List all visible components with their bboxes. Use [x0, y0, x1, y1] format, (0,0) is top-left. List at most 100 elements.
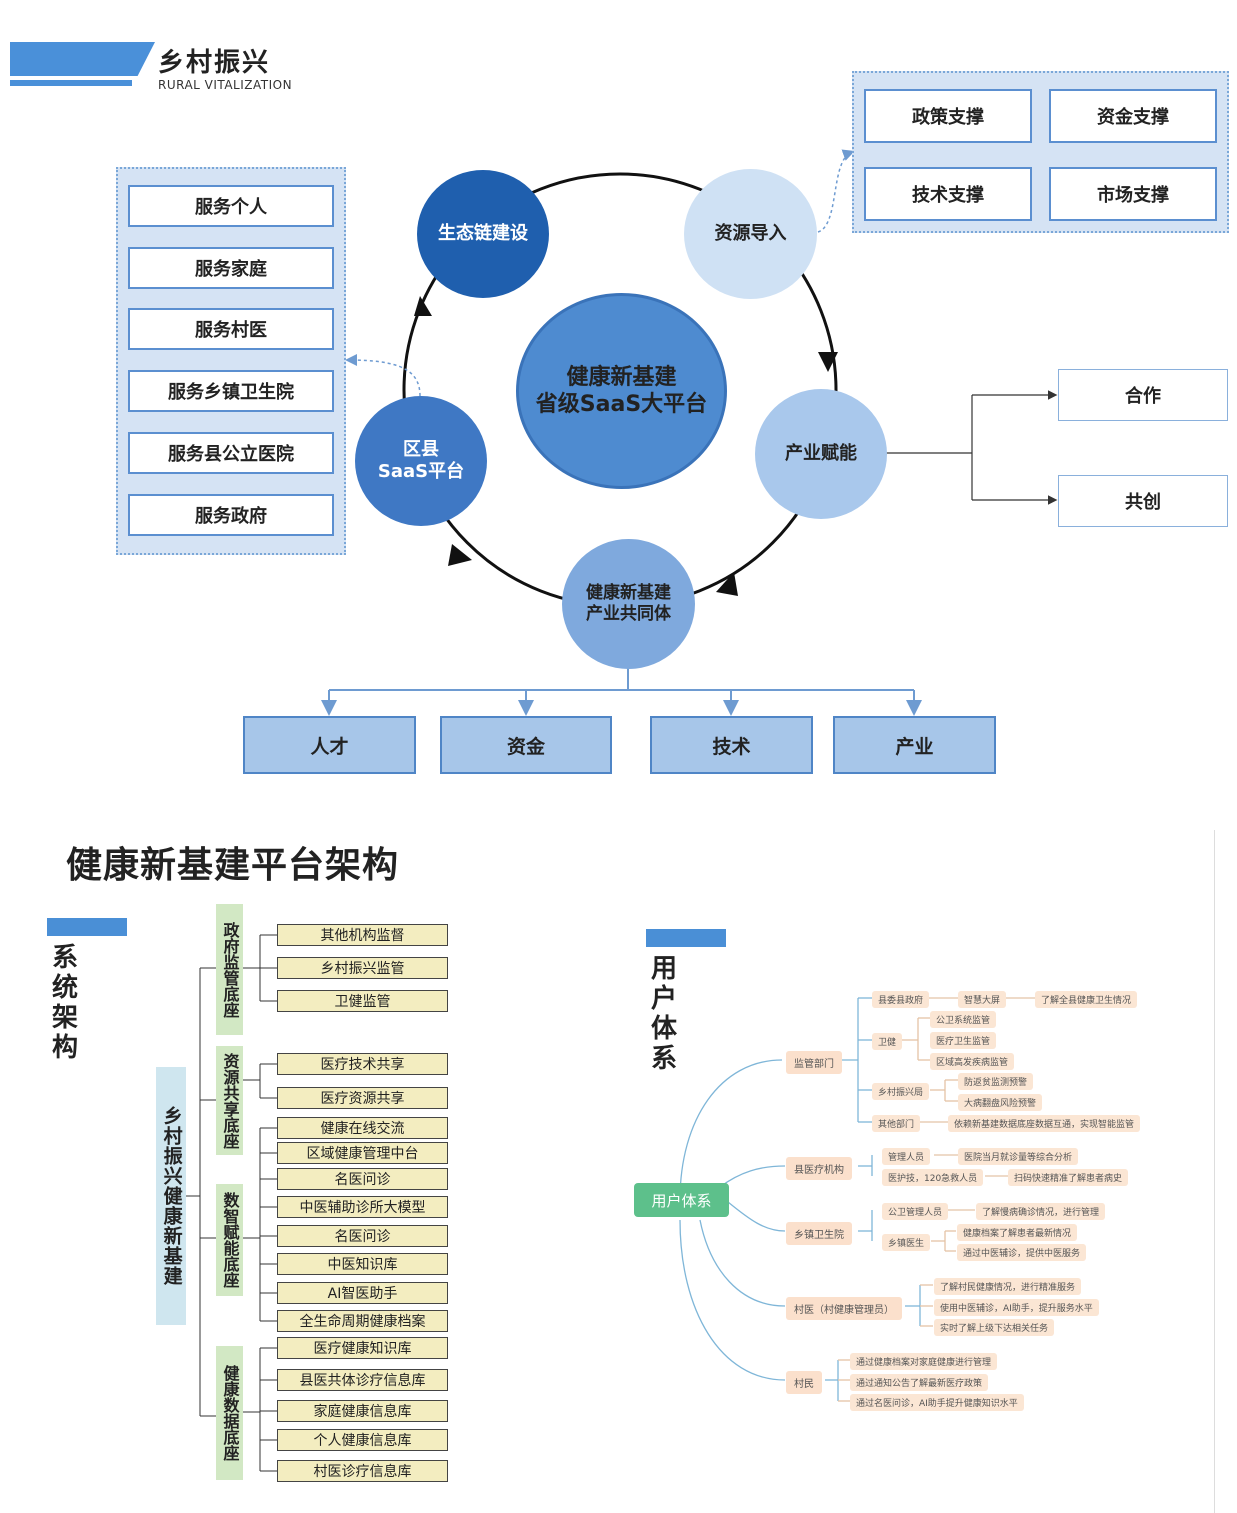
node-community-line2: 产业共同体	[586, 604, 671, 624]
node-county-saas: 区县 SaaS平台	[355, 396, 487, 526]
mm-health-knowledge: 通过名医问诊，AI助手提升健康知识水平	[850, 1394, 1024, 1411]
service-box-village-doctor: 服务村医	[128, 308, 334, 350]
mm-village-tasks: 实时了解上级下达相关任务	[934, 1319, 1055, 1336]
service-box-individual: 服务个人	[128, 185, 334, 227]
mm-county-gov: 县委县政府	[872, 991, 930, 1008]
node-industry-empower: 产业赋能	[755, 389, 887, 519]
mm-poverty-warning: 防返贫监测预警	[958, 1073, 1034, 1090]
output-box-capital: 资金	[440, 716, 612, 774]
mm-township-doctor: 乡镇医生	[882, 1234, 931, 1251]
leaf-health-commission-supervision: 卫健监管	[277, 990, 448, 1012]
leaf-ai-assistant: AI智医助手	[277, 1282, 448, 1304]
mm-health-commission: 卫健	[872, 1033, 903, 1050]
group-resource-label: 资源共享底座	[220, 1052, 240, 1149]
platform-title: 健康新基建平台架构	[66, 844, 400, 886]
mm-villagers: 村民	[786, 1371, 822, 1394]
leaf-med-knowledge: 医疗健康知识库	[277, 1337, 448, 1359]
user-label: 用户体系	[650, 954, 677, 1074]
center-line1: 健康新基建	[566, 364, 677, 390]
tree-root-label: 乡村振兴健康新基建	[160, 1106, 183, 1286]
node-community: 健康新基建 产业共同体	[562, 539, 695, 669]
output-box-cooperation: 合作	[1058, 369, 1228, 421]
group-digital-label: 数智赋能底座	[220, 1192, 240, 1288]
system-label: 系统架构	[51, 943, 78, 1063]
node-industry-label: 产业赋能	[785, 442, 857, 464]
mm-tcm-service: 通过中医辅诊，提供中医服务	[957, 1244, 1087, 1261]
services-panel: 服务个人 服务家庭 服务村医 服务乡镇卫生院 服务县公立医院 服务政府	[116, 167, 346, 555]
group-data-label: 健康数据底座	[220, 1365, 240, 1461]
support-box-policy: 政策支撑	[864, 89, 1032, 143]
cycle-arrow-1	[414, 296, 432, 316]
mm-family-management: 通过健康档案对家庭健康进行管理	[850, 1353, 998, 1370]
leaf-other-supervision: 其他机构监督	[277, 924, 448, 946]
header-title: 乡村振兴	[158, 48, 271, 78]
support-box-funding: 资金支撑	[1049, 89, 1217, 143]
mm-hospital-analysis: 医院当月就诊量等综合分析	[958, 1148, 1079, 1165]
output-box-tech: 技术	[650, 716, 813, 774]
leaf-family-info: 家庭健康信息库	[277, 1400, 448, 1422]
section-divider	[1214, 830, 1215, 1513]
leaf-tcm-model: 中医辅助诊所大模型	[277, 1196, 448, 1218]
header-accent-bar	[10, 42, 155, 76]
leaf-lifecycle-record: 全生命周期健康档案	[277, 1310, 448, 1332]
group-gov-supervision: 政府监管底座	[216, 904, 243, 1035]
leaf-village-info: 村医诊疗信息库	[277, 1460, 448, 1482]
tree-connectors	[186, 934, 277, 1472]
node-resource-label: 资源导入	[714, 222, 787, 244]
leaf-rural-supervision: 乡村振兴监管	[277, 957, 448, 979]
header-subtitle: RURAL VITALIZATION	[158, 78, 293, 92]
leaf-med-resource-sharing: 医疗资源共享	[277, 1087, 448, 1109]
mm-data-interop: 依赖新基建数据底座数据互通，实现智能监管	[948, 1115, 1141, 1132]
leaf-expert-consult-1: 名医问诊	[277, 1168, 448, 1190]
mm-county-health-overview: 了解全县健康卫生情况	[1035, 991, 1138, 1008]
mm-health-record-latest: 健康档案了解患者最新情况	[957, 1224, 1078, 1241]
center-line2: 省级SaaS大平台	[535, 392, 708, 417]
mm-village-precise: 了解村民健康情况，进行精准服务	[934, 1278, 1082, 1295]
mm-township-hospital: 乡镇卫生院	[786, 1222, 852, 1245]
leaf-med-tech-sharing: 医疗技术共享	[277, 1053, 448, 1075]
mm-chronic-management: 了解慢病确诊情况，进行管理	[976, 1203, 1106, 1220]
output-box-industry: 产业	[833, 716, 996, 774]
mm-village-ai: 使用中医辅诊，AI助手，提升服务水平	[934, 1299, 1099, 1316]
user-tab	[646, 929, 726, 947]
service-box-family: 服务家庭	[128, 247, 334, 289]
service-box-county-hospital: 服务县公立医院	[128, 432, 334, 474]
leaf-regional-management: 区域健康管理中台	[277, 1142, 448, 1164]
mm-policy-notice: 通过通知公告了解最新医疗政策	[850, 1374, 989, 1391]
mm-public-health-staff: 公卫管理人员	[882, 1203, 949, 1220]
node-ecology-label: 生态链建设	[438, 222, 528, 244]
leaf-county-info: 县医共体诊疗信息库	[277, 1369, 448, 1391]
tree-root: 乡村振兴健康新基建	[156, 1067, 186, 1325]
cycle-arrow-3	[716, 572, 738, 596]
mm-scan-history: 扫码快速精准了解患者病史	[1008, 1169, 1129, 1186]
leaf-tcm-knowledge: 中医知识库	[277, 1253, 448, 1275]
mm-other-departments: 其他部门	[872, 1115, 921, 1132]
mm-village-doctor: 村医（村健康管理员）	[786, 1297, 902, 1320]
support-box-technology: 技术支撑	[864, 167, 1032, 221]
leaf-personal-info: 个人健康信息库	[277, 1429, 448, 1451]
cycle-arrow-4	[448, 544, 472, 566]
system-tab	[47, 918, 127, 936]
support-box-market: 市场支撑	[1049, 167, 1217, 221]
mindmap-root: 用户体系	[634, 1183, 729, 1217]
mm-illness-warning: 大病翻盘风险预警	[958, 1094, 1043, 1111]
center-platform: 健康新基建 省级SaaS大平台	[516, 293, 727, 489]
mm-medical-supervision: 医疗卫生监管	[930, 1032, 997, 1049]
header-accent-underline	[10, 80, 132, 86]
group-digital-empower: 数智赋能底座	[216, 1184, 243, 1296]
output-box-cocreation: 共创	[1058, 475, 1228, 527]
mm-managers: 管理人员	[882, 1148, 931, 1165]
service-box-government: 服务政府	[128, 494, 334, 536]
output-box-talent: 人才	[243, 716, 416, 774]
supports-panel: 政策支撑 资金支撑 技术支撑 市场支撑	[852, 71, 1229, 233]
mm-rural-bureau: 乡村振兴局	[872, 1083, 930, 1100]
mm-medical-staff: 医护技，120急救人员	[882, 1169, 984, 1186]
node-community-line1: 健康新基建	[586, 582, 671, 603]
node-resource: 资源导入	[684, 169, 817, 299]
group-resource-sharing: 资源共享底座	[216, 1046, 243, 1155]
node-ecology: 生态链建设	[417, 170, 549, 298]
group-gov-label: 政府监管底座	[220, 921, 240, 1018]
node-county-line1: 区县	[403, 438, 439, 460]
service-box-township-hospital: 服务乡镇卫生院	[128, 370, 334, 412]
leaf-online-exchange: 健康在线交流	[277, 1117, 448, 1139]
